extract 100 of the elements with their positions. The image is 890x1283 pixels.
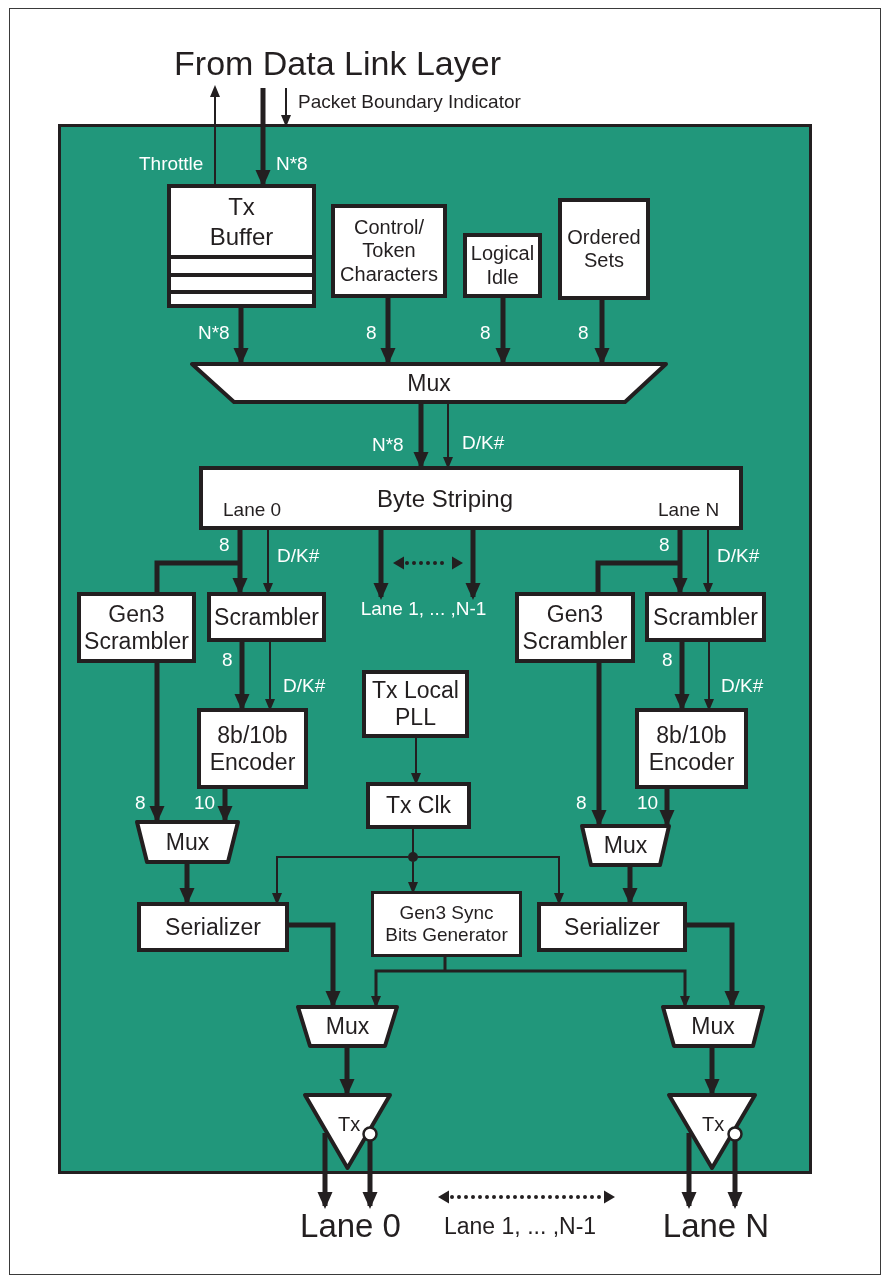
bus-arrow	[672, 563, 688, 595]
bus-arrow	[217, 789, 233, 823]
process-box	[207, 592, 326, 642]
edge-label: Throttle	[139, 153, 204, 175]
mux-trapezoid	[296, 1005, 399, 1048]
bus-arrow	[659, 789, 675, 827]
block-label: Mux	[691, 1013, 735, 1040]
process-box	[362, 670, 469, 738]
edge-label: D/K#	[717, 545, 760, 567]
block-label: Tx Clk	[385, 792, 452, 819]
signal-arrow	[445, 969, 690, 1008]
driver-triangle	[667, 1093, 757, 1171]
bus-arrow	[339, 1048, 355, 1096]
bus-arrow	[233, 308, 249, 365]
bus-arrow	[289, 922, 341, 1008]
process-box	[463, 233, 542, 298]
block-label: Mux	[325, 1013, 370, 1040]
process-box	[197, 708, 308, 789]
bus-arrow	[179, 864, 195, 905]
block-label: Mux	[603, 832, 648, 859]
process-box	[558, 198, 650, 300]
signal-line	[408, 828, 418, 862]
bus-arrow	[674, 642, 690, 711]
port-label: Lane 0	[223, 499, 282, 521]
block-label: Control/ Token Characters	[339, 215, 439, 287]
bus-arrow	[681, 1133, 697, 1209]
block-label: 8b/10b Encoder	[208, 721, 297, 776]
bus-arrow	[591, 663, 607, 827]
process-box	[137, 902, 289, 952]
block-label: Gen3 Sync Bits Generator	[384, 901, 509, 947]
block-label: Tx	[338, 1112, 361, 1136]
bus-arrow	[255, 88, 271, 187]
bus-arrow	[622, 867, 638, 905]
block-label: 8b/10b Encoder	[647, 721, 736, 776]
block-label: Scrambler	[214, 603, 319, 631]
bus-arrow	[727, 1141, 743, 1209]
block-label: Mux	[407, 369, 451, 397]
bus-arrow	[465, 530, 481, 600]
block-label: Tx Local PLL	[371, 677, 460, 731]
signal-arrow	[408, 860, 418, 894]
signal-arrow	[272, 856, 410, 905]
lane-range-label: Lane 1, ... ,N-1	[444, 1212, 597, 1240]
process-box	[635, 708, 748, 789]
edge-label: 8	[576, 792, 587, 814]
bus-line	[595, 560, 680, 592]
bus-arrow	[317, 1133, 333, 1209]
process-box	[515, 592, 635, 663]
edge-label: 10	[637, 792, 659, 814]
block-label: Ordered Sets	[566, 225, 642, 273]
block-label: Mux	[165, 828, 210, 856]
signal-arrow	[263, 529, 273, 595]
edge-label: 8	[578, 322, 589, 344]
block-label: Tx Buffer	[208, 192, 275, 252]
signal-arrow	[411, 737, 421, 785]
edge-label: N*8	[198, 322, 230, 344]
bus-arrow	[149, 663, 165, 823]
process-box	[371, 891, 522, 957]
signal-arrow	[443, 403, 453, 469]
edge-label: 10	[194, 792, 216, 814]
signal-arrow	[210, 85, 220, 185]
block-label: Serializer	[165, 913, 261, 941]
block-label: Scrambler	[653, 603, 758, 631]
bus-line	[154, 560, 240, 592]
edge-label: D/K#	[283, 675, 326, 697]
bus-arrow	[373, 530, 389, 600]
lane-label: Lane N	[660, 1206, 772, 1246]
signal-arrow	[703, 529, 713, 595]
process-box	[77, 592, 196, 663]
edge-label: Packet Boundary Indicator	[298, 91, 521, 113]
bus-arrow	[594, 300, 610, 365]
bus-arrow	[380, 298, 396, 365]
bus-arrow	[704, 1048, 720, 1096]
edge-label: 8	[135, 792, 146, 814]
lane-label: Lane 0	[295, 1206, 406, 1246]
bus-arrow	[413, 404, 429, 469]
block-label: Gen3 Scrambler	[84, 600, 189, 655]
lane-label: Lane 1, ... ,N-1	[357, 597, 490, 621]
bus-line	[677, 530, 683, 563]
edge-label: D/K#	[277, 545, 320, 567]
process-box	[366, 782, 471, 829]
signal-arrow	[265, 641, 275, 711]
driver-triangle	[303, 1093, 392, 1171]
bus-arrow	[495, 298, 511, 365]
block-label: Logical Idle	[470, 242, 535, 289]
process-box	[645, 592, 766, 642]
block-label: Gen3 Scrambler	[522, 600, 628, 655]
edge-label: 8	[480, 322, 491, 344]
edge-label: 8	[662, 649, 673, 671]
edge-label: 8	[222, 649, 233, 671]
bus-arrow	[362, 1141, 378, 1209]
mux-trapezoid	[661, 1005, 765, 1048]
signal-arrow	[416, 856, 564, 905]
process-box	[331, 204, 447, 298]
edge-label: D/K#	[462, 432, 505, 454]
signal-arrow	[371, 969, 445, 1008]
edge-label: D/K#	[721, 675, 764, 697]
process-box	[537, 902, 687, 952]
edge-label: N*8	[276, 153, 308, 175]
edge-label: N*8	[372, 434, 404, 456]
bus-arrow	[234, 642, 250, 711]
